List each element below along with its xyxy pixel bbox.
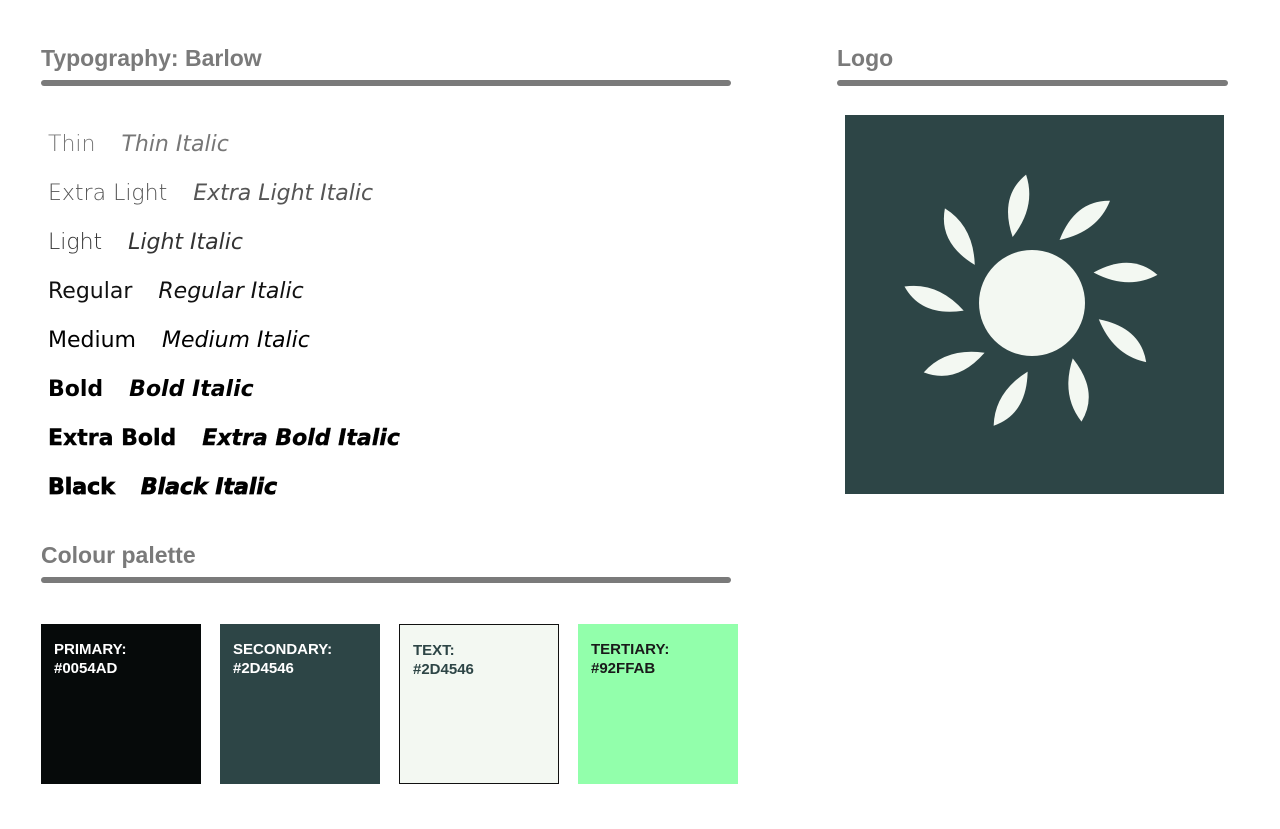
logo-panel bbox=[845, 115, 1224, 494]
logo-petal bbox=[1093, 262, 1158, 283]
weight-sample: Extra Bold bbox=[48, 426, 177, 451]
weight-row-extra-bold: Extra Bold Extra Bold Italic bbox=[48, 414, 400, 463]
font-weight-list: Thin Thin Italic Extra Light Extra Light… bbox=[48, 120, 400, 512]
weight-row-extra-light: Extra Light Extra Light Italic bbox=[48, 169, 400, 218]
logo-petal bbox=[1068, 358, 1089, 422]
typography-divider bbox=[41, 80, 731, 86]
weight-sample-italic: Extra Light Italic bbox=[193, 181, 374, 206]
weight-sample: Bold bbox=[48, 377, 104, 402]
weight-sample-italic: Extra Bold Italic bbox=[202, 426, 400, 451]
swatch-primary: PRIMARY: #0054AD bbox=[41, 624, 201, 784]
weight-sample: Medium bbox=[48, 328, 136, 353]
sun-icon bbox=[845, 115, 1224, 494]
weight-sample-italic: Regular Italic bbox=[158, 279, 304, 304]
logo-title: Logo bbox=[837, 45, 894, 71]
weight-row-bold: Bold Bold Italic bbox=[48, 365, 400, 414]
palette-divider bbox=[41, 577, 731, 583]
weight-row-thin: Thin Thin Italic bbox=[48, 120, 400, 169]
swatch-hex: #2D4546 bbox=[233, 660, 294, 677]
palette-title: Colour palette bbox=[41, 542, 196, 568]
swatch-label: TERTIARY: bbox=[591, 641, 670, 658]
weight-sample-italic: Light Italic bbox=[128, 230, 243, 255]
logo-petal bbox=[1098, 319, 1147, 363]
logo-petal bbox=[993, 371, 1028, 426]
logo-petal bbox=[904, 285, 964, 312]
swatch-list: PRIMARY: #0054AD SECONDARY: #2D4546 TEXT… bbox=[41, 624, 738, 784]
weight-row-black: Black Black Italic bbox=[48, 463, 400, 512]
weight-sample: Regular bbox=[48, 279, 133, 304]
swatch-hex: #2D4546 bbox=[413, 661, 474, 678]
swatch-label: TEXT: bbox=[413, 642, 455, 659]
weight-row-regular: Regular Regular Italic bbox=[48, 267, 400, 316]
weight-sample: Extra Light bbox=[48, 181, 168, 206]
logo-petal bbox=[943, 208, 975, 265]
swatch-secondary: SECONDARY: #2D4546 bbox=[220, 624, 380, 784]
swatch-hex: #92FFAB bbox=[591, 660, 656, 677]
weight-row-light: Light Light Italic bbox=[48, 218, 400, 267]
logo-divider bbox=[837, 80, 1228, 86]
logo-petal bbox=[1008, 174, 1030, 238]
weight-sample-italic: Thin Italic bbox=[121, 132, 229, 157]
swatch-text: TEXT: #2D4546 bbox=[399, 624, 559, 784]
logo-petal bbox=[923, 351, 985, 376]
weight-row-medium: Medium Medium Italic bbox=[48, 316, 400, 365]
typography-title: Typography: Barlow bbox=[41, 45, 262, 71]
swatch-label: SECONDARY: bbox=[233, 641, 333, 658]
swatch-label: PRIMARY: bbox=[54, 641, 127, 658]
weight-sample-italic: Medium Italic bbox=[161, 328, 310, 353]
weight-sample-italic: Bold Italic bbox=[129, 377, 254, 402]
weight-sample: Black bbox=[48, 475, 116, 501]
weight-sample: Light bbox=[48, 230, 103, 255]
logo-petal bbox=[1059, 200, 1111, 241]
swatch-hex: #0054AD bbox=[54, 660, 118, 677]
swatch-tertiary: TERTIARY: #92FFAB bbox=[578, 624, 738, 784]
weight-sample: Thin bbox=[48, 132, 96, 157]
weight-sample-italic: Black Italic bbox=[140, 475, 277, 501]
